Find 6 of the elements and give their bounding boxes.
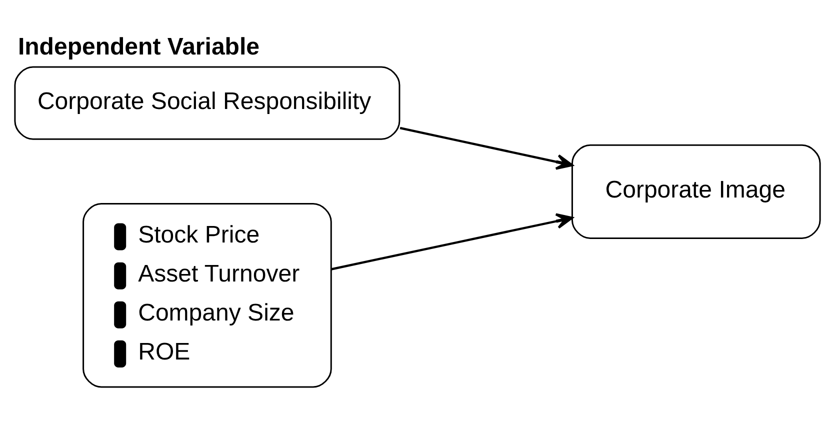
arrow	[400, 126, 574, 170]
node-label: Independent Variable	[18, 34, 260, 61]
arrow	[331, 213, 574, 270]
node-box: Stock Price Asset Turnover Company Size ROE	[82, 203, 332, 388]
node-box: Corporate Social Responsibility	[14, 66, 400, 140]
node-box: Corporate Image	[571, 144, 821, 240]
